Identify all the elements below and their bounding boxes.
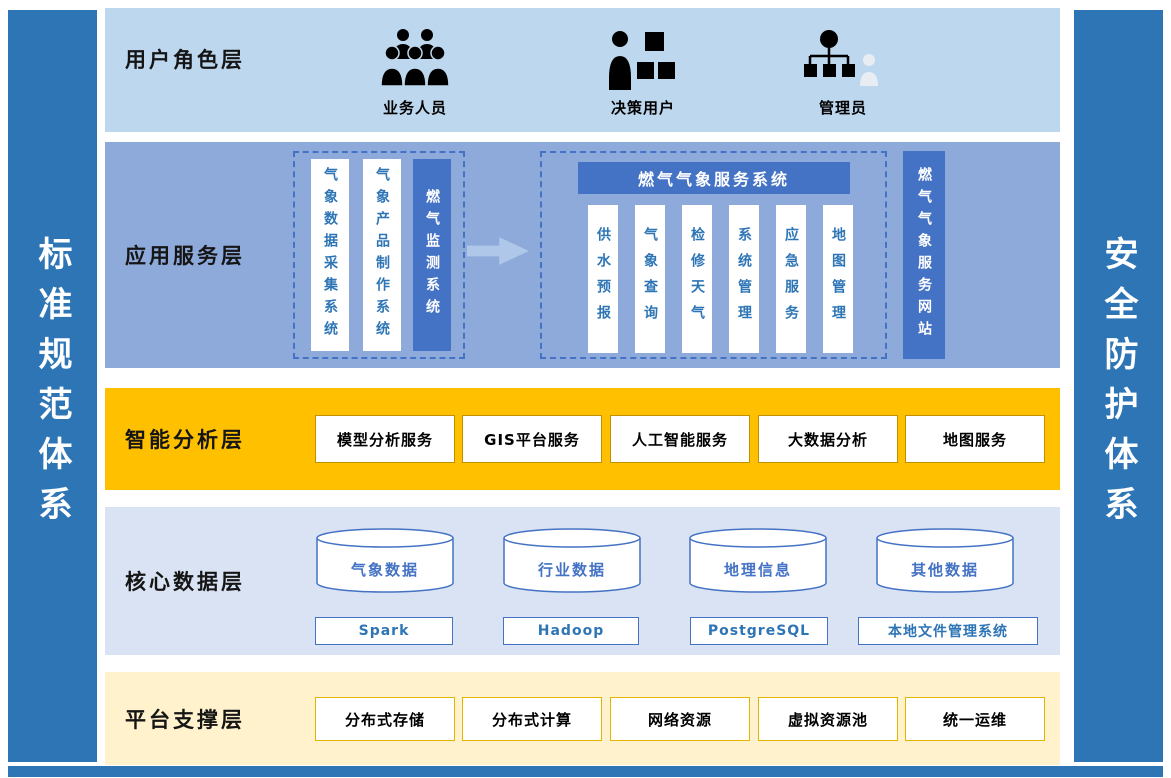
analysis-service-box: 人工智能服务 bbox=[610, 415, 750, 463]
role-label: 管理员 bbox=[818, 99, 867, 117]
role-administrator: 管理员 bbox=[778, 18, 908, 124]
cylinder-icon bbox=[316, 528, 454, 593]
technology-box: Spark bbox=[315, 617, 453, 645]
source-system-box: 燃气监测系统 bbox=[413, 159, 451, 351]
database-cylinder: 气象数据 bbox=[315, 527, 455, 593]
role-decision-user: 决策用户 bbox=[578, 18, 708, 124]
source-systems-group: 气象数据采集系统 气象产品制作系统 燃气监测系统 bbox=[293, 151, 465, 359]
service-module-box: 系统管理 bbox=[729, 205, 759, 353]
platform-item-box: 统一运维 bbox=[905, 697, 1045, 741]
platform-item-box: 虚拟资源池 bbox=[758, 697, 898, 741]
people-group-icon bbox=[380, 18, 450, 90]
service-module-box: 供水预报 bbox=[588, 205, 618, 353]
source-system-box: 气象数据采集系统 bbox=[311, 159, 349, 351]
service-module-box: 地图管理 bbox=[823, 205, 853, 353]
analysis-layer-title: 智能分析层 bbox=[125, 428, 245, 452]
standards-pillar-label: 标准规范体系 bbox=[32, 236, 72, 536]
platform-item-box: 网络资源 bbox=[610, 697, 750, 741]
role-label: 业务人员 bbox=[382, 99, 447, 117]
user-layer-title: 用户角色层 bbox=[125, 48, 245, 72]
standards-pillar: 标准规范体系 bbox=[8, 10, 97, 762]
service-module-box: 应急服务 bbox=[776, 205, 806, 353]
analysis-service-box: 模型分析服务 bbox=[315, 415, 455, 463]
role-business-staff: 业务人员 bbox=[350, 18, 480, 124]
user-role-layer: 用户角色层 业务人员 bbox=[105, 8, 1060, 132]
bottom-bar bbox=[8, 766, 1163, 777]
platform-item-box: 分布式计算 bbox=[462, 697, 602, 741]
analysis-service-box: GIS平台服务 bbox=[462, 415, 602, 463]
security-pillar: 安全防护体系 bbox=[1074, 10, 1163, 762]
service-module-box: 气象查询 bbox=[635, 205, 665, 353]
intelligent-analysis-layer: 智能分析层 模型分析服务 GIS平台服务 人工智能服务 大数据分析 地图服务 bbox=[105, 388, 1060, 490]
service-module-box: 检修天气 bbox=[682, 205, 712, 353]
database-cylinder: 行业数据 bbox=[502, 527, 642, 593]
database-label: 气象数据 bbox=[350, 561, 419, 579]
data-layer-title: 核心数据层 bbox=[125, 570, 245, 594]
technology-box: PostgreSQL bbox=[690, 617, 828, 645]
security-pillar-label: 安全防护体系 bbox=[1098, 236, 1138, 536]
flow-arrow-icon bbox=[467, 237, 529, 265]
service-system-group: 燃气气象服务系统 供水预报 气象查询 检修天气 系统管理 应急服务 地图管理 bbox=[540, 151, 887, 359]
app-layer-title: 应用服务层 bbox=[125, 244, 245, 268]
database-cylinder: 其他数据 bbox=[875, 527, 1015, 593]
database-label: 行业数据 bbox=[537, 561, 606, 579]
role-label: 决策用户 bbox=[610, 99, 675, 117]
cylinder-icon bbox=[876, 528, 1014, 593]
core-data-layer: 核心数据层 气象数据 行业数据 地理信息 其他数据 Spark Hadoop P… bbox=[105, 507, 1060, 655]
application-service-layer: 应用服务层 气象数据采集系统 气象产品制作系统 燃气监测系统 燃气气象服务系统 … bbox=[105, 142, 1060, 368]
analysis-service-box: 地图服务 bbox=[905, 415, 1045, 463]
org-chart-icon bbox=[803, 18, 883, 90]
database-label: 地理信息 bbox=[723, 561, 792, 579]
source-system-box: 气象产品制作系统 bbox=[363, 159, 401, 351]
platform-layer-title: 平台支撑层 bbox=[125, 707, 245, 732]
database-cylinder: 地理信息 bbox=[688, 527, 828, 593]
database-label: 其他数据 bbox=[910, 561, 979, 579]
analysis-service-box: 大数据分析 bbox=[758, 415, 898, 463]
cylinder-icon bbox=[689, 528, 827, 593]
platform-item-box: 分布式存储 bbox=[315, 697, 455, 741]
technology-box: Hadoop bbox=[503, 617, 639, 645]
person-blocks-icon bbox=[607, 18, 679, 90]
platform-support-layer: 平台支撑层 分布式存储 分布式计算 网络资源 虚拟资源池 统一运维 bbox=[105, 672, 1060, 765]
technology-box: 本地文件管理系统 bbox=[858, 617, 1038, 645]
cylinder-icon bbox=[503, 528, 641, 593]
service-website-box: 燃气气象服务网站 bbox=[903, 151, 945, 359]
service-system-title: 燃气气象服务系统 bbox=[578, 162, 850, 194]
